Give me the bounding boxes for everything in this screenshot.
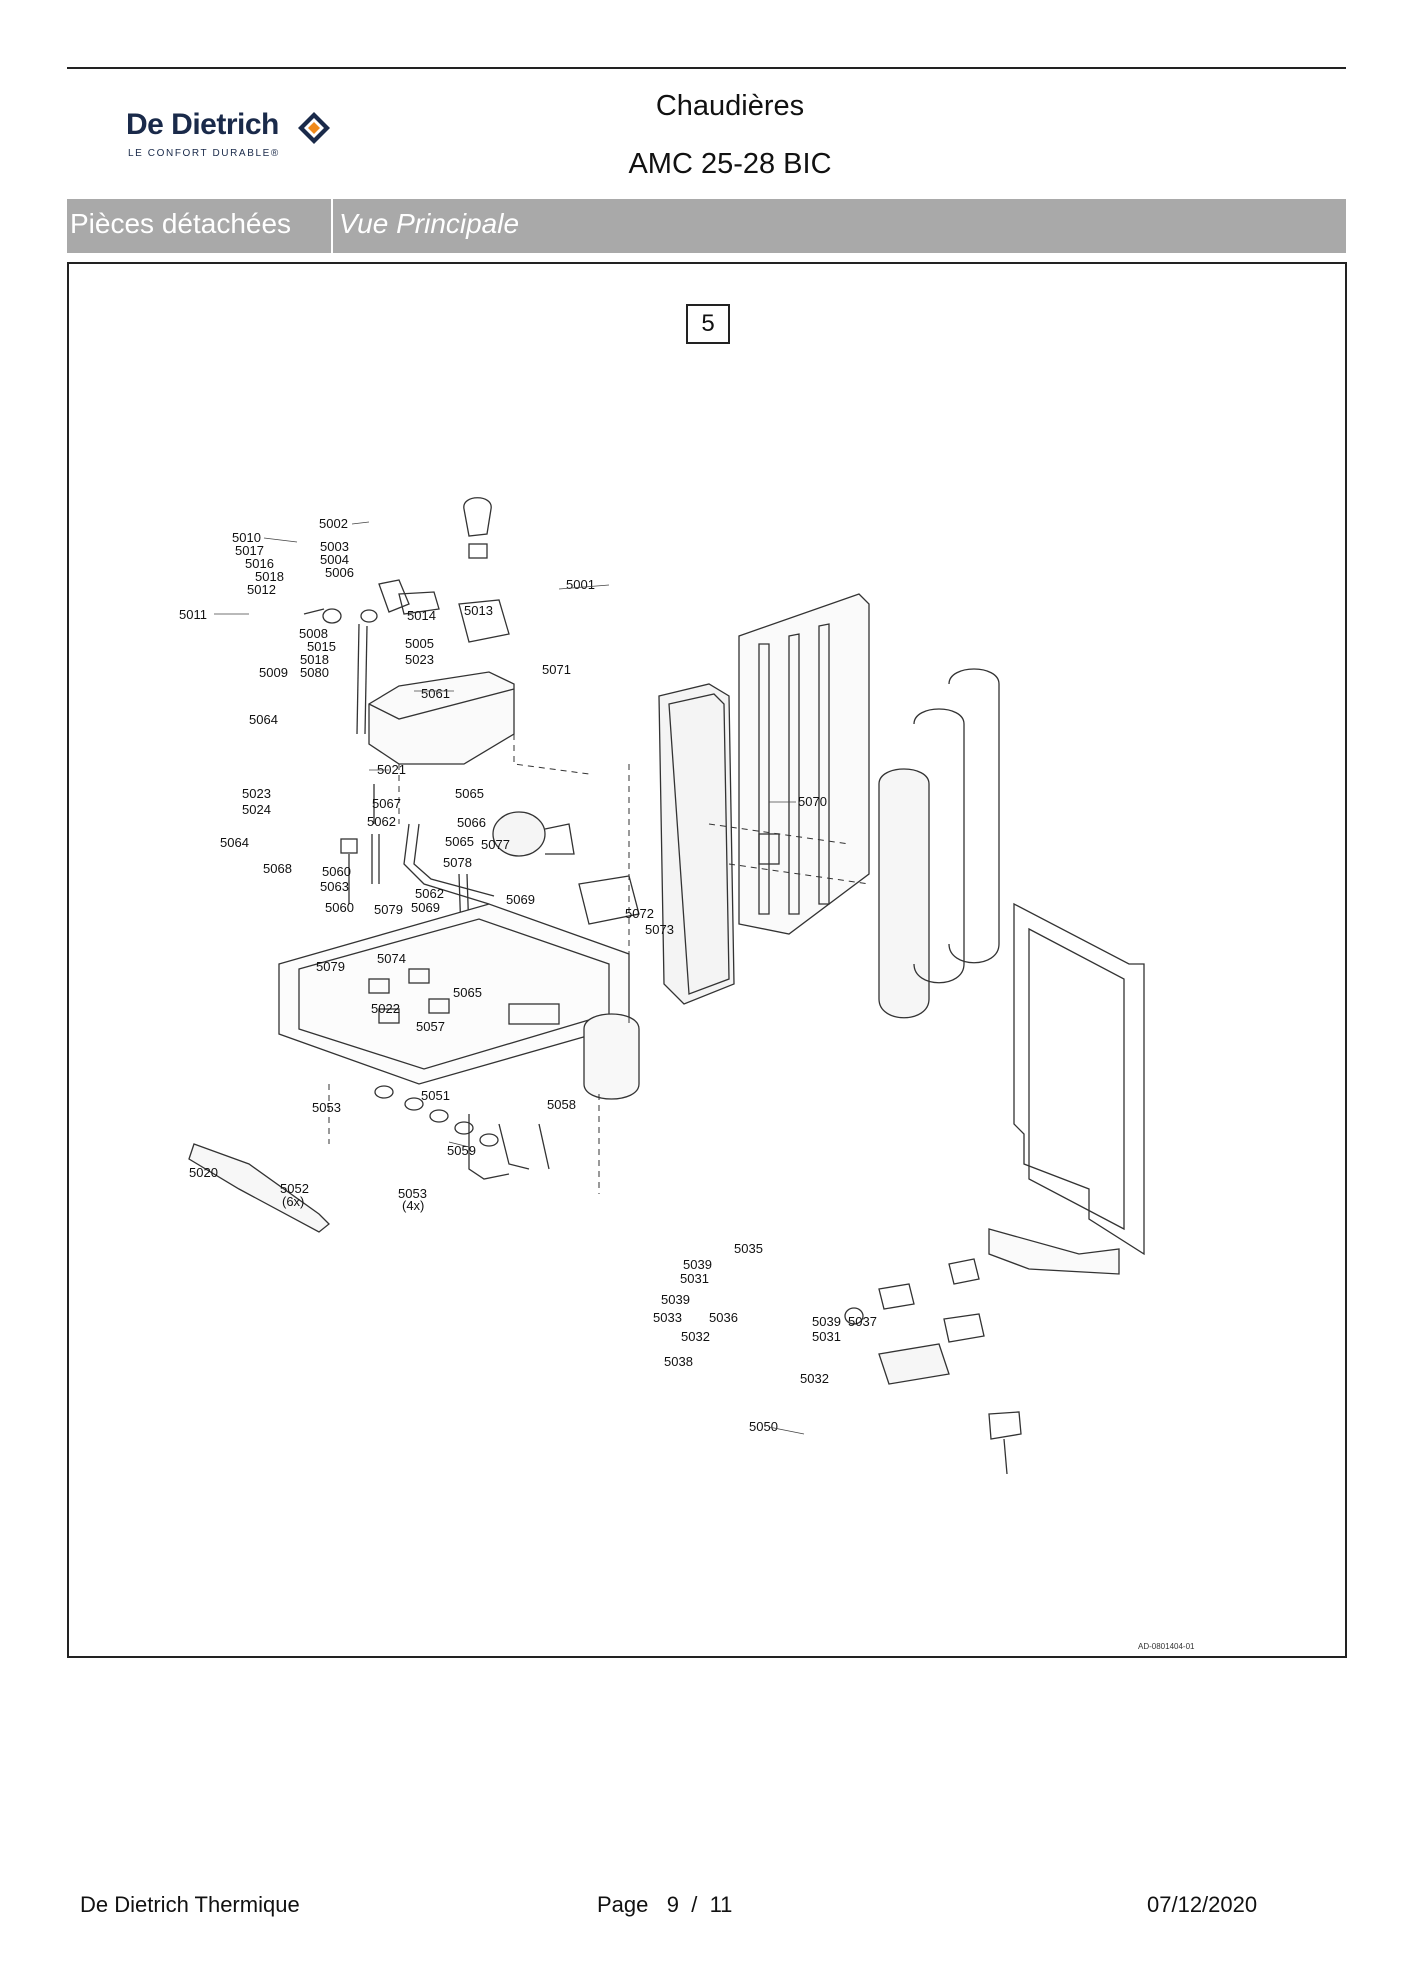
svg-text:5070: 5070: [798, 794, 827, 809]
svg-text:5067: 5067: [372, 796, 401, 811]
svg-text:5065: 5065: [453, 985, 482, 1000]
section-number: 5: [686, 304, 730, 344]
svg-text:5013: 5013: [464, 603, 493, 618]
footer-company: De Dietrich Thermique: [80, 1892, 300, 1917]
svg-text:5005: 5005: [405, 636, 434, 651]
svg-text:5039: 5039: [683, 1257, 712, 1272]
view-label: Vue Principale: [339, 208, 520, 239]
svg-text:5012: 5012: [247, 582, 276, 597]
svg-text:5018: 5018: [255, 569, 284, 584]
section-label: Pièces détachées: [70, 208, 292, 239]
svg-text:5037: 5037: [848, 1314, 877, 1329]
svg-text:5022: 5022: [371, 1001, 400, 1016]
svg-text:5001: 5001: [566, 577, 595, 592]
svg-text:5033: 5033: [653, 1310, 682, 1325]
svg-text:5066: 5066: [457, 815, 486, 830]
svg-text:5014: 5014: [407, 608, 436, 623]
svg-text:5079: 5079: [316, 959, 345, 974]
page-separator: /: [691, 1892, 698, 1917]
svg-text:5071: 5071: [542, 662, 571, 677]
section-bar: Pièces détachées Vue Principale: [67, 199, 1346, 253]
svg-text:5063: 5063: [320, 879, 349, 894]
brand-name: De Dietrich: [126, 108, 279, 141]
svg-text:(4x): (4x): [402, 1198, 424, 1213]
svg-text:5031: 5031: [680, 1271, 709, 1286]
header-rule: [67, 67, 1346, 69]
svg-text:5053: 5053: [312, 1100, 341, 1115]
svg-text:5078: 5078: [443, 855, 472, 870]
brand-logo: De Dietrich LE CONFORT DURABLE®: [126, 108, 356, 168]
svg-text:5064: 5064: [220, 835, 249, 850]
svg-text:5002: 5002: [319, 516, 348, 531]
exploded-view-diagram: 5002 5010 5017 5016 5018 5012 5011 5003 …: [179, 497, 1145, 1475]
svg-text:5069: 5069: [506, 892, 535, 907]
svg-text:5004: 5004: [320, 552, 349, 567]
svg-text:5036: 5036: [709, 1310, 738, 1325]
svg-text:5023: 5023: [405, 652, 434, 667]
svg-text:5032: 5032: [681, 1329, 710, 1344]
svg-text:5052: 5052: [280, 1181, 309, 1196]
svg-text:5069: 5069: [411, 900, 440, 915]
footer-date: 07/12/2020: [1147, 1892, 1258, 1917]
svg-text:5038: 5038: [664, 1354, 693, 1369]
svg-text:5057: 5057: [416, 1019, 445, 1034]
doc-model: AMC 25-28 BIC: [628, 148, 832, 180]
svg-text:5017: 5017: [235, 543, 264, 558]
svg-text:5065: 5065: [445, 834, 474, 849]
page-label: Page: [597, 1892, 649, 1917]
svg-text:5079: 5079: [374, 902, 403, 917]
svg-text:5039: 5039: [812, 1314, 841, 1329]
svg-text:5039: 5039: [661, 1292, 690, 1307]
svg-text:5073: 5073: [645, 922, 674, 937]
svg-text:5020: 5020: [189, 1165, 218, 1180]
svg-text:5062: 5062: [367, 814, 396, 829]
svg-text:5024: 5024: [242, 802, 271, 817]
svg-text:5058: 5058: [547, 1097, 576, 1112]
page-total: 11: [709, 1892, 733, 1917]
svg-text:5053: 5053: [398, 1186, 427, 1201]
svg-text:5050: 5050: [749, 1419, 778, 1434]
drawing-reference: AD-0801404-01: [1138, 1642, 1195, 1651]
doc-title: Chaudières: [655, 90, 805, 122]
svg-text:5074: 5074: [377, 951, 406, 966]
svg-text:5062: 5062: [415, 886, 444, 901]
svg-text:5015: 5015: [307, 639, 336, 654]
svg-text:(6x): (6x): [282, 1194, 304, 1209]
svg-text:5035: 5035: [734, 1241, 763, 1256]
svg-text:5060: 5060: [322, 864, 351, 879]
svg-text:5008: 5008: [299, 626, 328, 641]
svg-text:5021: 5021: [377, 762, 406, 777]
svg-text:5009: 5009: [259, 665, 288, 680]
svg-text:5006: 5006: [325, 565, 354, 580]
svg-text:5080: 5080: [300, 665, 329, 680]
svg-text:5051: 5051: [421, 1088, 450, 1103]
svg-text:5077: 5077: [481, 837, 510, 852]
svg-text:5031: 5031: [812, 1329, 841, 1344]
svg-text:5060: 5060: [325, 900, 354, 915]
svg-text:5016: 5016: [245, 556, 274, 571]
section-bar-cell: Pièces détachées: [67, 199, 333, 253]
diagram-frame: [67, 262, 1347, 1658]
svg-text:5065: 5065: [455, 786, 484, 801]
svg-text:5023: 5023: [242, 786, 271, 801]
svg-text:5064: 5064: [249, 712, 278, 727]
brand-tagline: LE CONFORT DURABLE®: [128, 148, 280, 159]
svg-text:5011: 5011: [179, 607, 207, 622]
footer-page: Page 9 / 11: [597, 1892, 732, 1918]
page-current: 9: [666, 1892, 679, 1917]
svg-text:5003: 5003: [320, 539, 349, 554]
svg-text:5061: 5061: [421, 686, 450, 701]
svg-text:5032: 5032: [800, 1371, 829, 1386]
svg-text:5010: 5010: [232, 530, 261, 545]
svg-text:5018: 5018: [300, 652, 329, 667]
svg-text:5072: 5072: [625, 906, 654, 921]
brand-diamond-icon: [298, 112, 330, 144]
svg-text:5068: 5068: [263, 861, 292, 876]
